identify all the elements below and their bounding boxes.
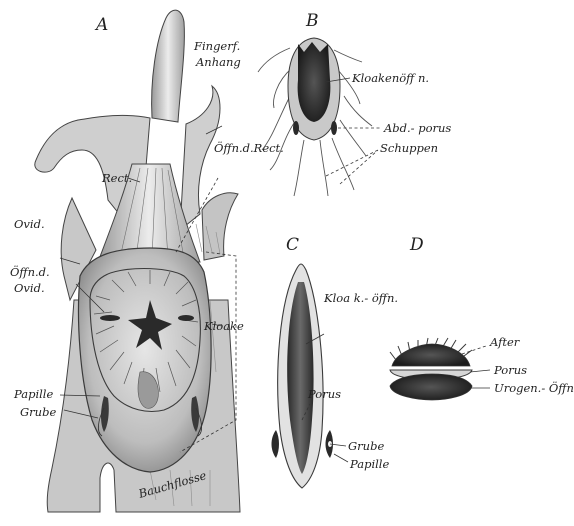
panel-d-drawing xyxy=(390,338,472,400)
oviduct-opening-left xyxy=(100,315,120,321)
label-papille-c: Papille xyxy=(349,457,389,471)
right-wing xyxy=(202,193,238,260)
abd-porus-left xyxy=(293,121,299,135)
finger-appendage xyxy=(152,10,185,122)
label-kloakenoeffn: Kloakenöff n. xyxy=(351,71,429,85)
label-fingerf: Fingerf. xyxy=(193,39,240,53)
urogen-d xyxy=(390,374,472,400)
label-urogen: Urogen.- Öffn. xyxy=(494,381,574,395)
label-papille-a: Papille xyxy=(13,387,53,401)
panel-label-d: D xyxy=(409,235,424,255)
panel-a-drawing xyxy=(35,10,240,512)
label-schuppen: Schuppen xyxy=(380,141,438,155)
oviduct-opening-right xyxy=(178,315,194,321)
anus-d xyxy=(392,344,470,366)
kloaken-opening-b xyxy=(298,42,331,122)
label-grube-c: Grube xyxy=(348,439,384,453)
label-oeffn-ovid-2: Ovid. xyxy=(14,281,45,295)
label-porus-c: Porus xyxy=(307,387,341,401)
groove-left-c xyxy=(272,430,280,458)
label-abd-porus: Abd.- porus xyxy=(383,121,451,135)
label-kloak-oeffn: Kloa k.- öffn. xyxy=(323,291,398,305)
label-rect: Rect. xyxy=(101,171,132,185)
label-anhang: Anhang xyxy=(195,55,241,69)
label-porus-d: Porus xyxy=(493,363,527,377)
label-oeffn-rect: Öffn.d.Rect. xyxy=(214,141,284,155)
label-oeffn-ovid-1: Öffn.d. xyxy=(10,265,50,279)
label-after: After xyxy=(489,335,521,349)
label-grube-a: Grube xyxy=(20,405,56,419)
panel-b-drawing xyxy=(258,38,372,196)
panel-label-b: B xyxy=(305,11,319,31)
label-ovid: Ovid. xyxy=(14,217,45,231)
panel-label-c: C xyxy=(286,235,299,255)
abd-porus-right xyxy=(331,121,337,135)
label-kloake: Kloake xyxy=(203,319,244,333)
panel-label-a: A xyxy=(94,15,108,35)
